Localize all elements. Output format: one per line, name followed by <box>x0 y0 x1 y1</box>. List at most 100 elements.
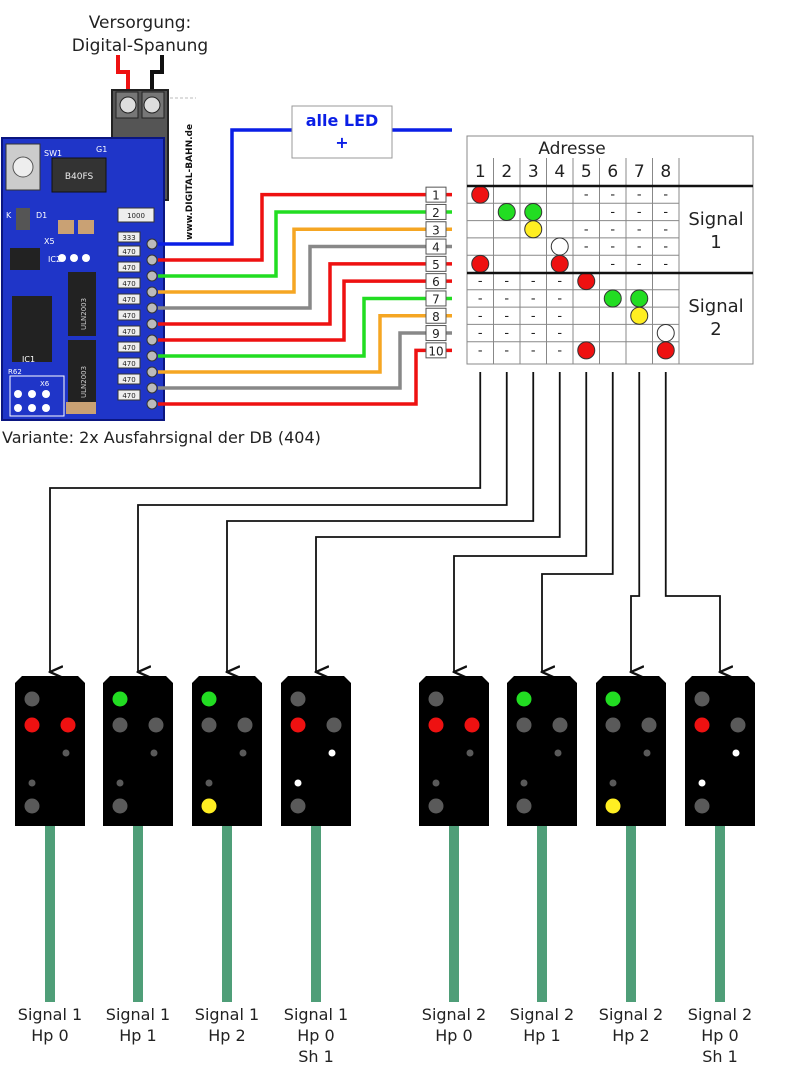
resistor-value: 470 <box>122 344 135 352</box>
resistor <box>117 325 141 337</box>
board-label-resbig: 1000 <box>127 212 145 220</box>
matrix-cell-dash: - <box>610 188 615 203</box>
signal-lamp-right <box>552 717 568 733</box>
resistor-value: 470 <box>122 376 135 384</box>
matrix-cell-dash: - <box>531 291 536 306</box>
matrix-cell-dash: - <box>637 240 642 255</box>
output-pin <box>146 334 158 346</box>
resistor <box>117 261 141 273</box>
signal-caption-name: Signal 1 <box>195 1005 259 1024</box>
output-pin <box>146 398 158 410</box>
board-label-ic1: IC1 <box>22 355 35 364</box>
signal-lamp-small-right <box>732 749 740 757</box>
board-label-uln1: ULN2003 <box>80 298 88 330</box>
address-route <box>631 372 639 672</box>
matrix-row-label-box <box>425 273 447 290</box>
matrix-cell-dash: - <box>663 257 668 272</box>
matrix-row-label: 3 <box>432 223 440 237</box>
matrix-column-header: 2 <box>501 162 512 182</box>
signal-lamp-small-left <box>116 779 124 787</box>
signal-lamp-small-left <box>609 779 617 787</box>
matrix-row-label-box <box>425 307 447 324</box>
signal-caption-aspect: Hp 1 <box>523 1026 560 1045</box>
signal-lamp-right <box>60 717 76 733</box>
matrix-cell-dash: - <box>557 309 562 324</box>
matrix-cell-dash: - <box>637 205 642 220</box>
matrix-cell-led <box>550 237 569 256</box>
matrix-row-label: 7 <box>432 292 440 306</box>
signal-lamp-top <box>24 691 40 707</box>
signal-caption-aspect: Hp 0 <box>31 1026 68 1045</box>
resistor <box>117 277 141 289</box>
matrix-cell-led <box>577 272 596 291</box>
matrix-column-header: 1 <box>475 162 486 182</box>
signal-head <box>192 676 262 826</box>
output-wire <box>158 348 452 406</box>
matrix-row-label-box <box>425 203 447 220</box>
matrix-cell-dash: - <box>610 257 615 272</box>
matrix-row-label-box <box>425 221 447 238</box>
output-pin <box>146 350 158 362</box>
signal-lamp-right <box>326 717 342 733</box>
signal-lamp-left <box>24 717 40 733</box>
matrix-row-label-box <box>425 238 447 255</box>
signal-mast <box>715 826 725 1002</box>
signal-head <box>103 676 173 826</box>
output-pin <box>146 238 158 250</box>
signal-caption-aspect-extra: Sh 1 <box>702 1047 738 1066</box>
signal-lamp-left <box>516 717 532 733</box>
signal-head <box>507 676 577 826</box>
signal-lamp-bottom <box>605 798 621 814</box>
matrix-cell-dash: - <box>478 291 483 306</box>
signal-lamp-small-left <box>28 779 36 787</box>
matrix-cell-led <box>524 202 543 221</box>
matrix-cell-dash: - <box>478 274 483 289</box>
resistor <box>117 357 141 369</box>
signal-mast <box>537 826 547 1002</box>
board-label-x5: X5 <box>44 237 55 246</box>
signal-caption-name: Signal 2 <box>422 1005 486 1024</box>
resistor-value: 470 <box>122 360 135 368</box>
signal-caption-name: Signal 2 <box>599 1005 663 1024</box>
signal: Signal 1Hp 0 <box>15 676 85 1045</box>
signal-caption-aspect-extra: Sh 1 <box>298 1047 334 1066</box>
matrix-cell-dash: - <box>610 205 615 220</box>
resistor <box>117 293 141 305</box>
matrix-cell-dash: - <box>637 188 642 203</box>
signal-mast <box>311 826 321 1002</box>
signal-lamp-small-left <box>520 779 528 787</box>
signal-lamp-left <box>694 717 710 733</box>
board-brand: www.DIGITAL-BAHN.de <box>185 124 195 240</box>
bridge-rectifier <box>51 157 107 193</box>
resistor-value: 470 <box>122 328 135 336</box>
decoder-board: SW1 G1 B40FS www.DIGITAL-BAHN.de 1000 K … <box>1 124 195 421</box>
output-pin <box>146 254 158 266</box>
signal-lamp-left <box>290 717 306 733</box>
matrix-row-label-box <box>425 290 447 307</box>
matrix-row-label-box <box>425 255 447 272</box>
output-pins <box>146 238 158 410</box>
address-route <box>50 372 482 672</box>
resistor-value: 470 <box>122 248 135 256</box>
common-led-box <box>291 105 393 159</box>
supply-wire-red <box>116 55 130 98</box>
address-routes <box>50 372 720 672</box>
signal-head <box>281 676 351 826</box>
matrix-cell-dash: - <box>478 326 483 341</box>
supply-wire-black <box>150 55 164 98</box>
resistor <box>117 309 141 321</box>
variant-caption: Variante: 2x Ausfahrsignal der DB (404) <box>2 428 321 447</box>
matrix-cell-dash: - <box>557 291 562 306</box>
matrix-cell-led <box>524 220 543 239</box>
resistor-value: 470 <box>122 296 135 304</box>
matrix-cell-dash: - <box>478 309 483 324</box>
signal-lamp-small-left <box>205 779 213 787</box>
uln2003-chip-1 <box>68 272 96 336</box>
signal-lamp-small-left <box>294 779 302 787</box>
matrix-cell-dash: - <box>663 240 668 255</box>
signal-lamp-top <box>516 691 532 707</box>
capacitor <box>117 231 141 243</box>
board-label-g1: G1 <box>96 145 107 154</box>
